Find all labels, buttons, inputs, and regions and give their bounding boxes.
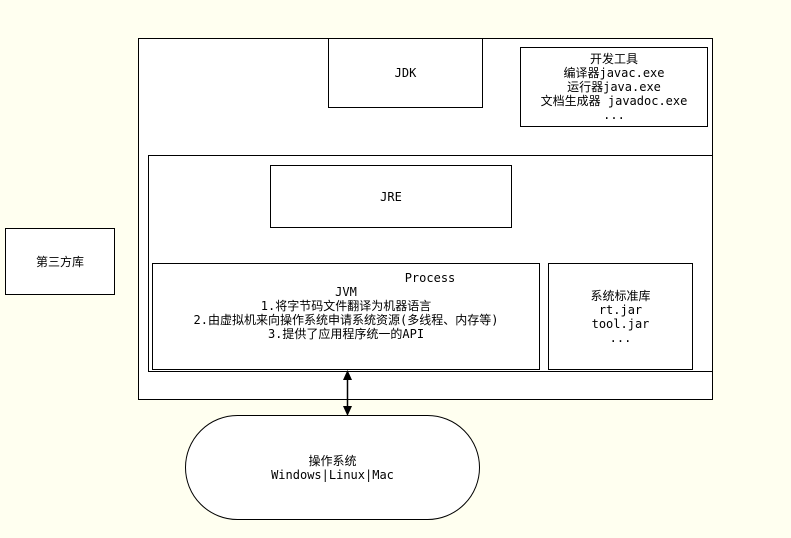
process-label: Process (404, 271, 456, 285)
dev-tools-line-runner: 运行器java.exe (567, 80, 661, 94)
os-title: 操作系统 (308, 453, 357, 468)
jvm-label: JVM (335, 285, 357, 299)
jvm-box: Process JVM 1.将字节码文件翻译为机器语言 2.由虚拟机来向操作系统… (152, 263, 540, 370)
dev-tools-line-javadoc: 文档生成器 javadoc.exe (540, 94, 688, 108)
third-party-library-label: 第三方库 (35, 254, 84, 269)
jvm-os-arrow (340, 370, 355, 416)
dev-tools-box: 开发工具 编译器javac.exe 运行器java.exe 文档生成器 java… (520, 47, 708, 127)
stdlib-line-rtjar: rt.jar (598, 302, 643, 317)
jdk-label-box: JDK (328, 38, 483, 108)
stdlib-title: 系统标准库 (590, 288, 651, 303)
stdlib-line-ellipsis: ... (609, 330, 632, 345)
jvm-feature-line-1: 1.将字节码文件翻译为机器语言 (260, 299, 432, 313)
dev-tools-line-ellipsis: ... (603, 108, 625, 122)
jre-label-box: JRE (270, 165, 512, 228)
arrow-head-up (343, 370, 352, 380)
jvm-feature-line-2: 2.由虚拟机来向操作系统申请系统资源(多线程、内存等) (193, 313, 499, 327)
jvm-feature-line-3: 3.提供了应用程序统一的API (267, 327, 425, 341)
jre-label: JRE (380, 189, 402, 204)
jdk-label: JDK (394, 66, 417, 80)
arrow-head-down (343, 406, 352, 416)
double-arrow-icon (343, 370, 352, 416)
dev-tools-line-compiler: 编译器javac.exe (563, 66, 665, 80)
dev-tools-title: 开发工具 (589, 52, 638, 66)
os-capsule: 操作系统 Windows|Linux|Mac (185, 415, 480, 520)
system-standard-library-box: 系统标准库 rt.jar tool.jar ... (548, 263, 693, 370)
os-platforms: Windows|Linux|Mac (271, 467, 394, 482)
stdlib-line-tooljar: tool.jar (591, 316, 650, 331)
third-party-library-box: 第三方库 (5, 228, 115, 295)
